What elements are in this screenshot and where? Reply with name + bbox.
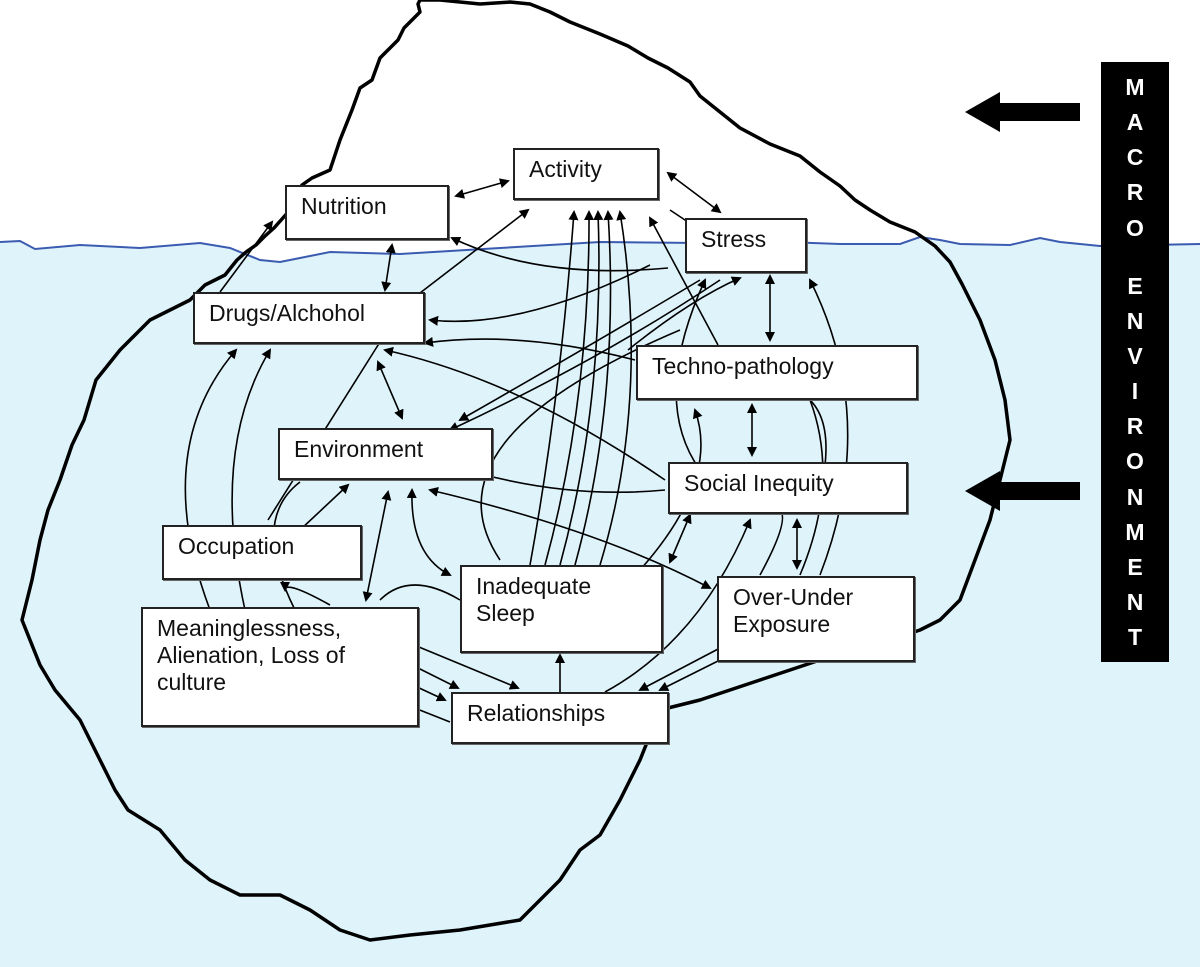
waterline xyxy=(0,235,1200,264)
node-activity: Activity xyxy=(513,148,659,200)
macro-letter: C xyxy=(1126,144,1144,171)
node-social-inequity: Social Inequity xyxy=(668,462,908,514)
node-over-under-exposure: Over-Under Exposure xyxy=(717,576,915,662)
node-inadequate-sleep: Inadequate Sleep xyxy=(460,565,663,653)
node-label: Environment xyxy=(294,436,424,462)
node-label: Inadequate Sleep xyxy=(476,573,592,626)
node-environment: Environment xyxy=(278,428,493,480)
macro-letter: N xyxy=(1126,588,1144,615)
macro-letter-gap xyxy=(1101,250,1169,264)
node-nutrition: Nutrition xyxy=(285,185,449,240)
connection-arrows xyxy=(184,171,849,723)
node-label: Stress xyxy=(701,226,767,252)
macro-letter: M xyxy=(1125,74,1145,100)
node-techno-pathology: Techno-pathology xyxy=(636,345,918,400)
node-label: Relationships xyxy=(467,700,606,726)
node-label: Activity xyxy=(529,156,602,182)
macro-letter: R xyxy=(1126,413,1144,440)
macro-letter: T xyxy=(1127,624,1143,650)
node-label: Techno-pathology xyxy=(652,353,834,379)
iceberg-outline xyxy=(20,0,1012,942)
macro-letter: E xyxy=(1127,272,1143,299)
node-label: Occupation xyxy=(178,533,295,559)
macro-arrow-upper xyxy=(965,92,1080,132)
macro-letter: N xyxy=(1126,307,1144,334)
macro-letter: O xyxy=(1126,448,1144,475)
node-label: Over-Under Exposure xyxy=(733,584,854,637)
node-occupation: Occupation xyxy=(162,525,362,580)
node-drugs-alcohol: Drugs/Alchohol xyxy=(193,292,425,344)
macro-letter: M xyxy=(1125,518,1145,545)
node-relationships: Relationships xyxy=(451,692,669,744)
node-label: Meaninglessness, Alienation, Loss of cul… xyxy=(157,615,345,695)
macro-letter: V xyxy=(1127,343,1143,369)
node-label: Drugs/Alchohol xyxy=(209,300,365,326)
node-stress: Stress xyxy=(685,218,807,273)
node-label: Social Inequity xyxy=(684,470,834,496)
node-meaninglessness: Meaninglessness, Alienation, Loss of cul… xyxy=(141,607,419,727)
macro-letter: E xyxy=(1127,553,1143,580)
macro-letter: N xyxy=(1126,483,1144,510)
macro-letter: A xyxy=(1126,109,1144,136)
macro-letter: I xyxy=(1131,378,1139,405)
macro-letter: O xyxy=(1126,214,1144,241)
node-label: Nutrition xyxy=(301,193,387,219)
macro-letter: R xyxy=(1126,179,1144,206)
macro-arrow-lower xyxy=(965,471,1080,511)
